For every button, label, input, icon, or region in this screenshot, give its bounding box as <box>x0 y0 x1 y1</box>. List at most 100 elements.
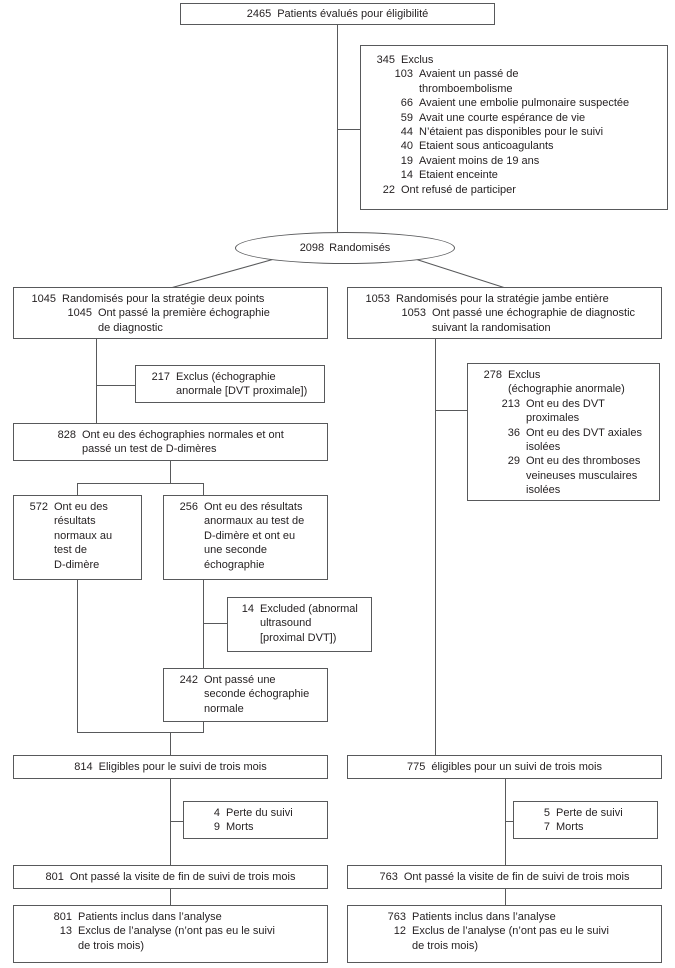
label-text: Exclus <box>401 54 434 66</box>
count-value: 22 <box>382 183 395 196</box>
label-text: Ont eu des résultats normaux au test de … <box>54 501 113 571</box>
count-value: 4 <box>213 807 220 819</box>
label-text: éligibles pour un suivi de trois mois <box>431 760 602 773</box>
died-row: 9 Morts <box>208 820 319 834</box>
count-value: 801 <box>53 911 72 923</box>
label-text: N’étaient pas disponibles pour le suivi <box>419 126 604 139</box>
box-eligibility: 2465 Patients évalués pour éligibilité <box>180 3 495 25</box>
label-text: Randomisés pour la stratégie deux points <box>62 293 265 305</box>
exclusion-reason-row: 103 Avaient un passé de thromboembolisme <box>389 67 659 96</box>
label-text: Exclus de l’analyse (n’ont pas eu le sui… <box>412 925 609 952</box>
label-text: Patients inclus dans l’analyse <box>412 911 556 923</box>
analysis-included-row: 763 Patients inclus dans l’analyse <box>378 910 653 924</box>
label-text: Ont eu des DVT axiales isolées <box>526 426 642 454</box>
lost-row: 4 Perte du suivi <box>208 806 319 820</box>
oval-randomized: 2098 Randomisés <box>235 232 455 264</box>
box-right-completed: 763 Ont passé la visite de fin de suivi … <box>347 865 662 889</box>
label-text: Patients inclus dans l’analyse <box>78 911 222 923</box>
label-text: Avaient moins de 19 ans <box>419 154 540 167</box>
label-text: Ont refusé de participer <box>401 183 516 196</box>
label-text: Excluded (abnormal ultrasound [proximal … <box>260 603 358 644</box>
label-text: Avait une courte espérance de vie <box>419 111 586 124</box>
exclusion-reason-row: 14 Etaient enceinte <box>389 168 659 182</box>
box-left-analysis: 801 Patients inclus dans l’analyse 13 Ex… <box>13 905 328 963</box>
label-text: Ont passé la visite de fin de suivi de t… <box>403 870 630 883</box>
count-value: 59 <box>400 111 413 124</box>
label-text: Perte du suivi <box>226 807 293 819</box>
box-ddimer-normal: 572 Ont eu des résultats normaux au test… <box>13 495 142 580</box>
died-row: 7 Morts <box>538 820 649 834</box>
label-text: Randomisés <box>329 241 391 254</box>
exclusion-reason-row: 59 Avait une courte espérance de vie <box>389 111 659 125</box>
label-text: Morts <box>226 821 254 834</box>
box-right-analysis: 763 Patients inclus dans l’analyse 12 Ex… <box>347 905 662 963</box>
arm-line: 1053 Ont passé une échographie de diagno… <box>392 306 653 335</box>
label-text: Etaient sous anticoagulants <box>419 140 554 153</box>
count-value: 1053 <box>401 307 426 320</box>
flow-row: 256 Ont eu des résultats anormaux au tes… <box>172 500 319 572</box>
label-text: Perte de suivi <box>556 807 623 819</box>
count-value: 763 <box>379 870 398 883</box>
box-ddimer-abnormal: 256 Ont eu des résultats anormaux au tes… <box>163 495 328 580</box>
exclusion-reason-row: 36 Ont eu des DVT axiales isolées <box>496 426 651 455</box>
box-screening-exclusions: 345 Exclus 103 Avaient un passé de throm… <box>360 45 668 210</box>
count-value: 814 <box>74 760 93 773</box>
exclusion-reason-row: 19 Avaient moins de 19 ans <box>389 154 659 168</box>
arm-line: 1045 Ont passé la première échographie d… <box>58 306 319 335</box>
count-value: 2465 <box>246 7 272 20</box>
count-value: 801 <box>45 870 64 883</box>
count-value: 2098 <box>299 241 325 254</box>
count-value: 14 <box>400 169 413 182</box>
box-normal-ultrasound: 828 Ont eu des échographies normales et … <box>13 423 328 461</box>
lost-row: 5 Perte de suivi <box>538 806 649 820</box>
exclusion-reason-row: 40 Etaient sous anticoagulants <box>389 139 659 153</box>
label-text: Exclus de l’analyse (n’ont pas eu le sui… <box>78 925 275 952</box>
box-arm-two-point: 1045 Randomisés pour la stratégie deux p… <box>13 287 328 339</box>
count-value: 828 <box>57 429 76 441</box>
box-left-lost: 4 Perte du suivi 9 Morts <box>183 801 328 839</box>
label-text: Patients évalués pour éligibilité <box>277 7 429 20</box>
count-value: 29 <box>507 455 520 468</box>
exclusion-refused-row: 22 Ont refusé de participer <box>369 183 659 197</box>
count-value: 345 <box>376 54 395 66</box>
label-text: Avaient un passé de thromboembolisme <box>419 68 519 95</box>
count-value: 775 <box>407 760 426 773</box>
label-text: Etaient enceinte <box>419 169 498 182</box>
count-value: 242 <box>179 674 198 686</box>
count-value: 66 <box>400 97 413 110</box>
label-text: Ont passé une seconde échographie normal… <box>204 674 310 715</box>
exclusion-reason-row: 66 Avaient une embolie pulmonaire suspec… <box>389 96 659 110</box>
analysis-included-row: 801 Patients inclus dans l’analyse <box>44 910 319 924</box>
label-text: Morts <box>556 821 584 834</box>
count-value: 763 <box>387 911 406 923</box>
count-value: 1053 <box>365 293 390 305</box>
count-value: 5 <box>543 807 550 819</box>
label-text: Eligibles pour le suivi de trois mois <box>98 760 267 773</box>
count-value: 256 <box>179 501 198 513</box>
count-value: 13 <box>59 925 72 938</box>
box-whole-leg-excluded: 278 Exclus (échographie anormale) 213 On… <box>467 363 660 501</box>
flow-row: 242 Ont passé une seconde échographie no… <box>172 673 319 716</box>
box-two-point-excluded: 217 Exclus (échographie anormale [DVT pr… <box>135 365 325 403</box>
count-value: 1045 <box>67 307 92 320</box>
exclusion-total-row: 278 Exclus (échographie anormale) <box>476 368 651 397</box>
count-value: 278 <box>483 369 502 381</box>
label-text: Ont eu des échographies normales et ont … <box>82 429 284 456</box>
box-second-us-normal: 242 Ont passé une seconde échographie no… <box>163 668 328 722</box>
analysis-excluded-row: 12 Exclus de l’analyse (n’ont pas eu le … <box>378 924 653 953</box>
box-left-completed: 801 Ont passé la visite de fin de suivi … <box>13 865 328 889</box>
label-text: Avaient une embolie pulmonaire suspectée <box>419 97 630 110</box>
count-value: 36 <box>507 426 520 439</box>
count-value: 572 <box>29 501 48 513</box>
label-text: Ont passé la première échographie de dia… <box>98 307 270 334</box>
exclusion-row: 217 Exclus (échographie anormale [DVT pr… <box>144 370 316 399</box>
count-value: 213 <box>501 397 520 410</box>
box-arm-whole-leg: 1053 Randomisés pour la stratégie jambe … <box>347 287 662 339</box>
exclusion-reason-row: 213 Ont eu des DVT proximales <box>496 397 651 426</box>
count-value: 12 <box>393 925 406 938</box>
analysis-excluded-row: 13 Exclus de l’analyse (n’ont pas eu le … <box>44 924 319 953</box>
exclusion-total-row: 345 Exclus <box>369 53 659 67</box>
count-value: 40 <box>400 140 413 153</box>
label-text: Ont eu des résultats anormaux au test de… <box>204 501 305 571</box>
